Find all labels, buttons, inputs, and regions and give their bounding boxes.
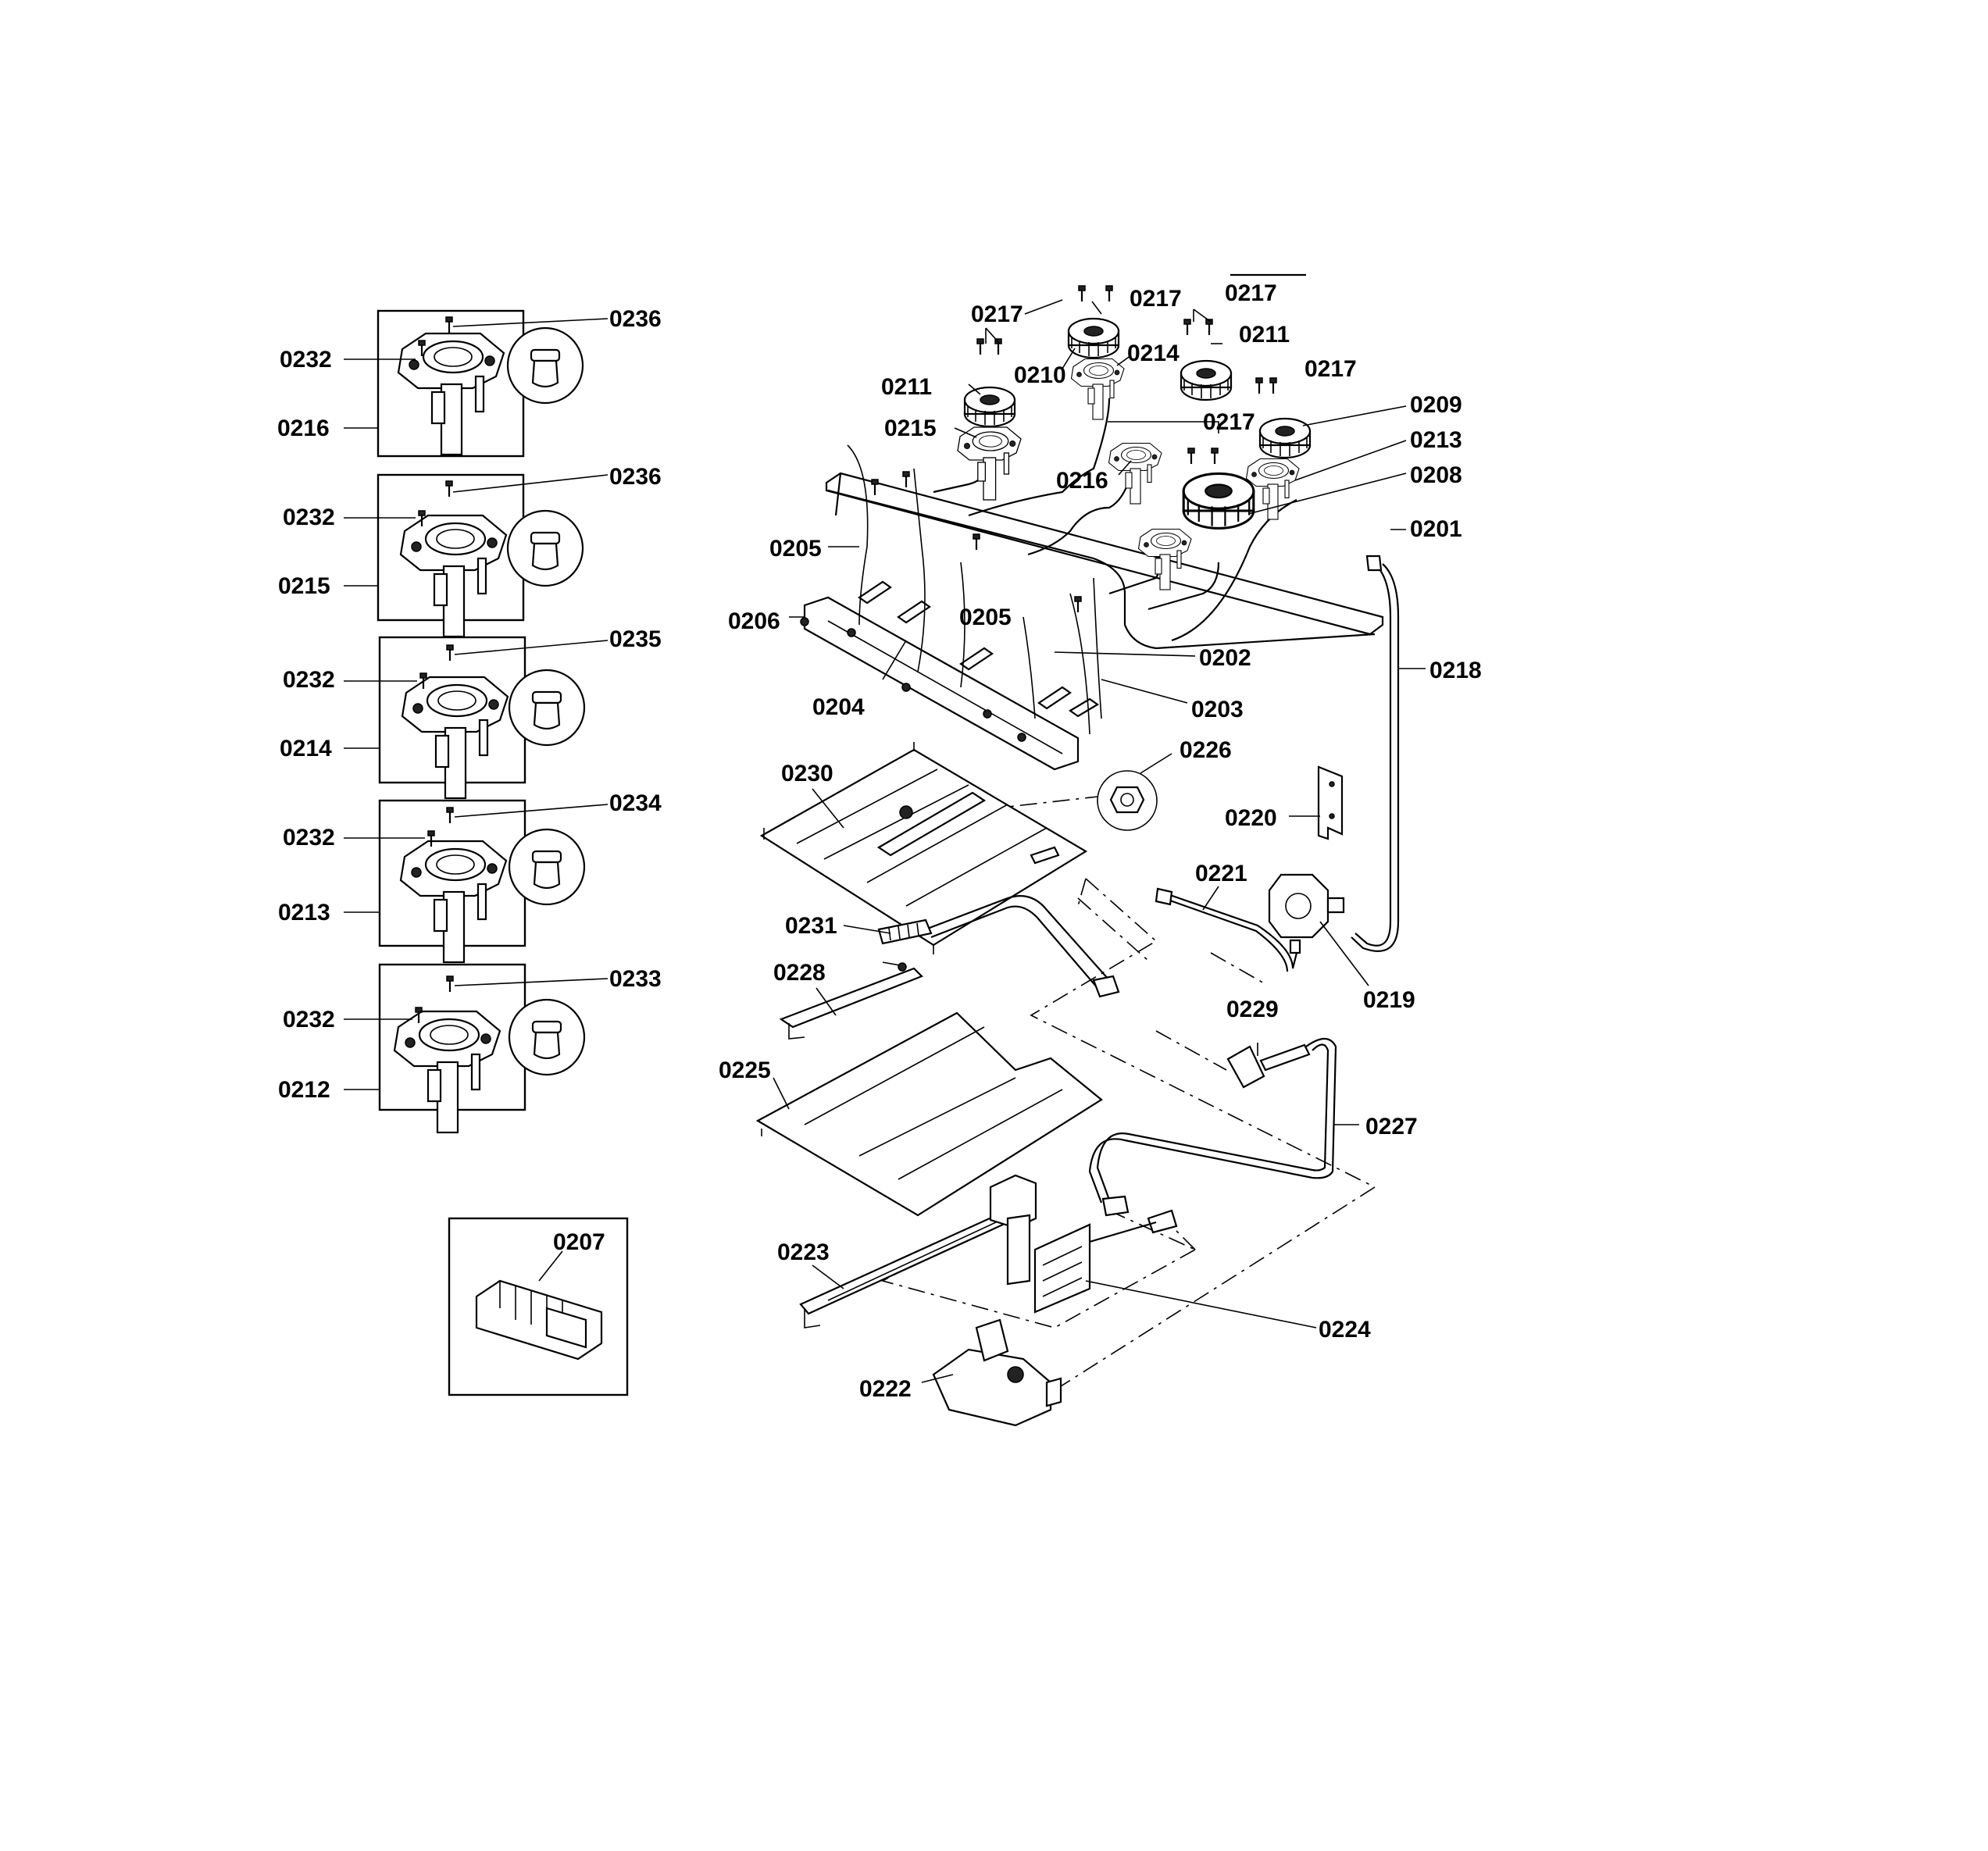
label-0201: 0201 — [1410, 516, 1462, 542]
label-0211-b: 0211 — [1239, 322, 1290, 348]
valve-panel-0214 — [344, 636, 609, 800]
label-0232-e: 0232 — [283, 1007, 335, 1032]
label-0218: 0218 — [1429, 658, 1482, 683]
label-0225: 0225 — [719, 1057, 771, 1083]
label-0220: 0220 — [1225, 805, 1277, 831]
label-0233: 0233 — [609, 966, 662, 992]
label-0217-c: 0217 — [1225, 280, 1277, 306]
main-assembly — [755, 273, 1400, 1427]
label-0219: 0219 — [1363, 987, 1415, 1013]
valve-panel-0213 — [344, 799, 609, 964]
label-0210: 0210 — [1014, 362, 1066, 388]
label-0212: 0212 — [278, 1077, 330, 1103]
spark-module-panel — [448, 1217, 629, 1396]
label-0215-a: 0215 — [278, 573, 330, 599]
label-0217-b: 0217 — [1130, 286, 1182, 312]
label-0203: 0203 — [1191, 697, 1244, 722]
label-0222: 0222 — [859, 1376, 912, 1402]
valve-panel-0216 — [344, 309, 609, 458]
label-0234: 0234 — [609, 790, 662, 816]
label-0226: 0226 — [1180, 737, 1232, 763]
label-0232-b: 0232 — [283, 505, 335, 530]
label-0236-a: 0236 — [609, 306, 662, 332]
label-0211-a: 0211 — [881, 374, 932, 400]
label-0217-e: 0217 — [1203, 409, 1255, 435]
label-0217-a: 0217 — [971, 301, 1023, 327]
label-0214-b: 0214 — [1127, 341, 1180, 366]
label-0232-a: 0232 — [280, 347, 332, 373]
valve-panel-0215 — [344, 473, 609, 638]
label-0230: 0230 — [781, 761, 833, 786]
label-0204: 0204 — [812, 694, 865, 720]
label-0227: 0227 — [1365, 1114, 1418, 1139]
label-0213-b: 0213 — [1410, 427, 1462, 453]
label-0232-c: 0232 — [283, 667, 335, 693]
label-0224: 0224 — [1319, 1317, 1371, 1343]
label-0235: 0235 — [609, 626, 662, 652]
label-0216-b: 0216 — [1056, 468, 1108, 494]
label-0202: 0202 — [1199, 645, 1251, 671]
label-0208: 0208 — [1410, 462, 1462, 488]
label-0217-d: 0217 — [1305, 356, 1357, 382]
labels: 0236 0232 0216 0236 0232 0215 0235 0232 … — [277, 280, 1482, 1402]
label-0228: 0228 — [773, 960, 826, 986]
label-0206: 0206 — [728, 608, 780, 634]
label-0213-a: 0213 — [278, 900, 330, 926]
label-0205-a: 0205 — [769, 536, 822, 562]
label-0209: 0209 — [1410, 392, 1462, 418]
label-0215-b: 0215 — [884, 415, 937, 441]
label-0221: 0221 — [1195, 861, 1247, 886]
label-0231: 0231 — [785, 913, 837, 939]
label-0229: 0229 — [1226, 997, 1279, 1022]
label-0214-a: 0214 — [280, 736, 332, 761]
label-0232-d: 0232 — [283, 825, 335, 851]
label-0216-a: 0216 — [277, 415, 330, 441]
label-0236-b: 0236 — [609, 464, 662, 490]
label-0207: 0207 — [553, 1229, 605, 1255]
valve-panel-0212 — [344, 963, 609, 1134]
label-0205-b: 0205 — [959, 605, 1012, 630]
leader-lines — [773, 299, 1426, 1383]
label-0223: 0223 — [777, 1239, 830, 1265]
